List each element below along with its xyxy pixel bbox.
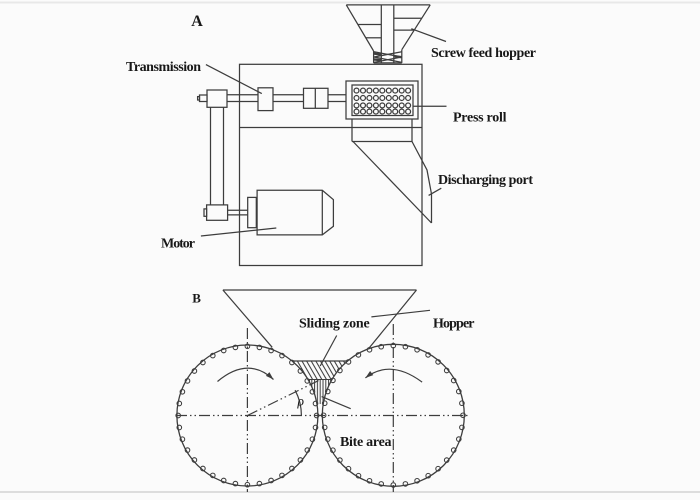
- svg-text:Transmission: Transmission: [126, 60, 201, 75]
- svg-text:Bite area: Bite area: [340, 435, 392, 450]
- svg-text:ρ: ρ: [297, 394, 305, 409]
- svg-text:Press roll: Press roll: [453, 111, 507, 126]
- svg-text:Sliding zone: Sliding zone: [299, 316, 370, 331]
- svg-text:Hopper: Hopper: [433, 316, 475, 331]
- svg-text:Screw feed hopper: Screw feed hopper: [431, 46, 536, 61]
- svg-text:Discharging port: Discharging port: [438, 173, 533, 188]
- svg-text:A: A: [191, 13, 203, 30]
- svg-text:Motor: Motor: [161, 236, 195, 251]
- svg-text:B: B: [192, 290, 201, 305]
